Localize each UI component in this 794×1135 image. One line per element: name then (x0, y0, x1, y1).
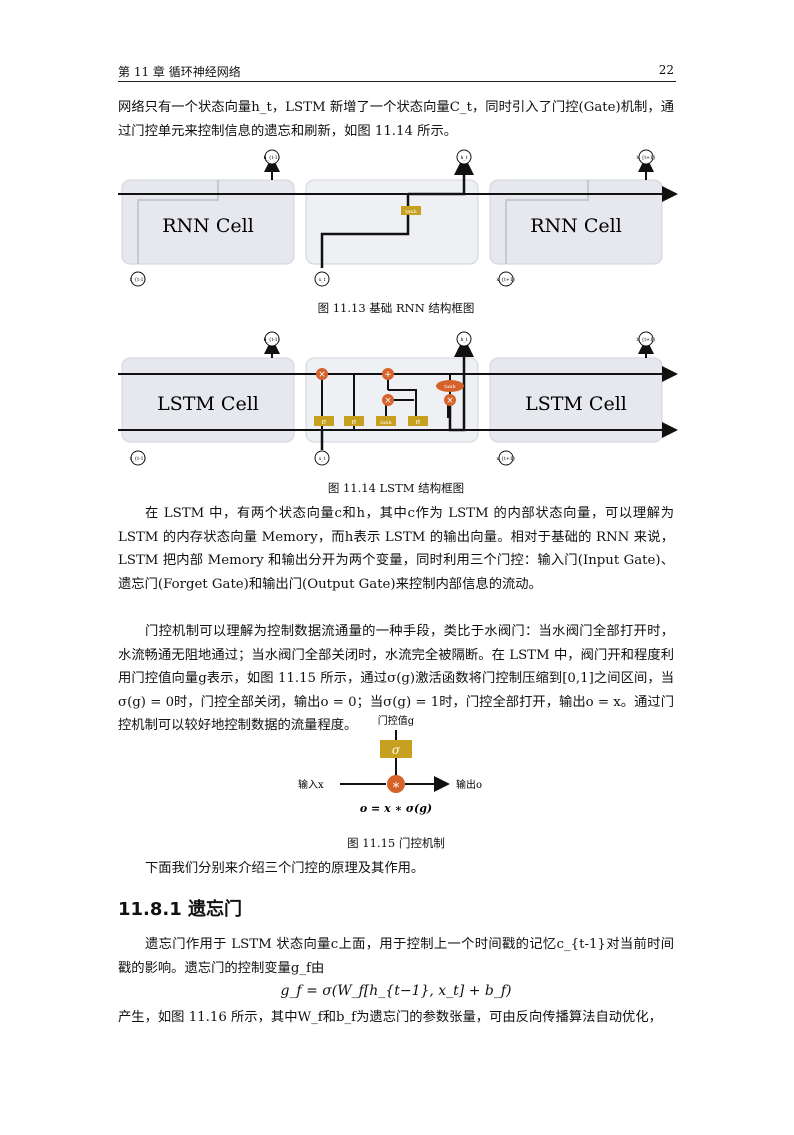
svg-text:x_t: x_t (319, 456, 326, 462)
x-next-node (498, 271, 514, 287)
input-x-label: 输入x (298, 778, 324, 791)
svg-text:h_{t-1}: h_{t-1} (263, 155, 280, 161)
svg-text:x_{t-1}: x_{t-1} (130, 456, 147, 462)
svg-text:LSTM Cell: LSTM Cell (157, 393, 259, 415)
svg-text:h_{t-1}: h_{t-1} (263, 337, 280, 343)
paragraph-lstm-states: 在 LSTM 中，有两个状态向量c和h，其中c作为 LSTM 的内部状态向量，可… (118, 506, 674, 592)
output-tanh-op (436, 380, 464, 392)
forget-mult-op (316, 368, 328, 380)
x-prev-node (130, 271, 146, 287)
equation-forget-gate: g_f = σ(W_f[h_{t−1}, x_t] + b_f) (280, 983, 512, 999)
paragraph-intro: 网络只有一个状态向量h_t，LSTM 新增了一个状态向量C_t，同时引入了门控(… (118, 100, 674, 139)
chapter-header: 第 11 章 循环神经网络 (118, 65, 241, 79)
rnn-cell-left-label: RNN Cell (162, 215, 254, 237)
svg-text:σ: σ (392, 743, 401, 757)
lstm-cell-left (121, 357, 295, 443)
svg-text:h_t: h_t (461, 155, 468, 161)
rnn-cell-right-label: RNN Cell (530, 215, 622, 237)
svg-text:∗: ∗ (392, 778, 401, 793)
input-gate-sigma (344, 416, 364, 426)
gate-formula: o = x ∗ σ(g) (360, 802, 432, 815)
svg-text:σ: σ (322, 418, 327, 426)
svg-text:σ: σ (416, 418, 421, 426)
svg-text:×: × (384, 396, 392, 406)
input-mult-op (382, 394, 394, 406)
sigma-gate-box (380, 740, 412, 758)
paragraph-transition: 下面我们分别来介绍三个门控的原理及其作用。 (145, 861, 425, 876)
svg-text:+: + (384, 370, 392, 380)
svg-text:LSTM Cell: LSTM Cell (525, 393, 627, 415)
gate-value-label: 门控值g (378, 714, 415, 727)
paragraph-gate-mechanism: 门控机制可以理解为控制数据流通量的一种手段，类比于水阀门：当水阀门全部打开时，水… (118, 624, 674, 733)
svg-text:x_{t+1}: x_{t+1} (497, 456, 516, 462)
h-prev-node (264, 149, 280, 165)
figure-gate-mechanism: 门控值g σ 输入x ∗ 输出o o = x ∗ σ(g) (298, 714, 482, 815)
forget-gate-sigma (314, 416, 334, 426)
svg-text:σ: σ (352, 418, 357, 426)
x-cur-node (314, 271, 330, 287)
h-cur-node (456, 149, 472, 165)
svg-text:tanh: tanh (444, 384, 456, 390)
svg-text:×: × (318, 370, 326, 380)
section-title-forget-gate: 11.8.1 遗忘门 (118, 899, 243, 920)
header-rule (118, 81, 676, 82)
svg-text:×: × (446, 396, 454, 406)
figure-lstm-structure: LSTM Cell LSTM Cell σ σ tanh σ × + × × t… (118, 331, 678, 466)
tanh-gate (401, 206, 421, 215)
svg-text:x_{t+1}: x_{t+1} (497, 277, 516, 283)
figure-caption-11-13: 图 11.13 基础 RNN 结构框图 (317, 301, 475, 315)
candidate-tanh (376, 416, 396, 426)
figure-caption-11-15: 图 11.15 门控机制 (347, 836, 445, 850)
gate-multiply-op (387, 775, 405, 793)
figure-caption-11-14: 图 11.14 LSTM 结构框图 (327, 481, 465, 495)
add-op (382, 368, 394, 380)
output-gate-sigma (408, 416, 428, 426)
rnn-cell-center (305, 179, 479, 265)
svg-text:h_{t+1}: h_{t+1} (636, 337, 655, 343)
svg-text:tanh: tanh (405, 209, 417, 215)
svg-text:x_t: x_t (319, 277, 326, 283)
figure-rnn-structure: RNN Cell RNN Cell tanh h_{t-1} h_t h_{t+… (118, 149, 678, 287)
paragraph-forget-params: 产生，如图 11.16 所示，其中W_f和b_f为遗忘门的参数张量，可由反向传播… (118, 1010, 662, 1025)
page-number: 22 (658, 63, 674, 77)
svg-text:tanh: tanh (380, 420, 392, 426)
h-next-node (638, 149, 654, 165)
svg-text:h_t: h_t (461, 337, 468, 343)
lstm-cell-right (489, 357, 663, 443)
paragraph-forget-gate: 遗忘门作用于 LSTM 状态向量c上面，用于控制上一个时间戳的记忆c_{t-1}… (118, 937, 674, 976)
output-o-label: 输出o (456, 778, 482, 791)
svg-text:h_{t+1}: h_{t+1} (636, 155, 655, 161)
output-mult-op (444, 394, 456, 406)
svg-text:x_{t-1}: x_{t-1} (130, 277, 147, 283)
